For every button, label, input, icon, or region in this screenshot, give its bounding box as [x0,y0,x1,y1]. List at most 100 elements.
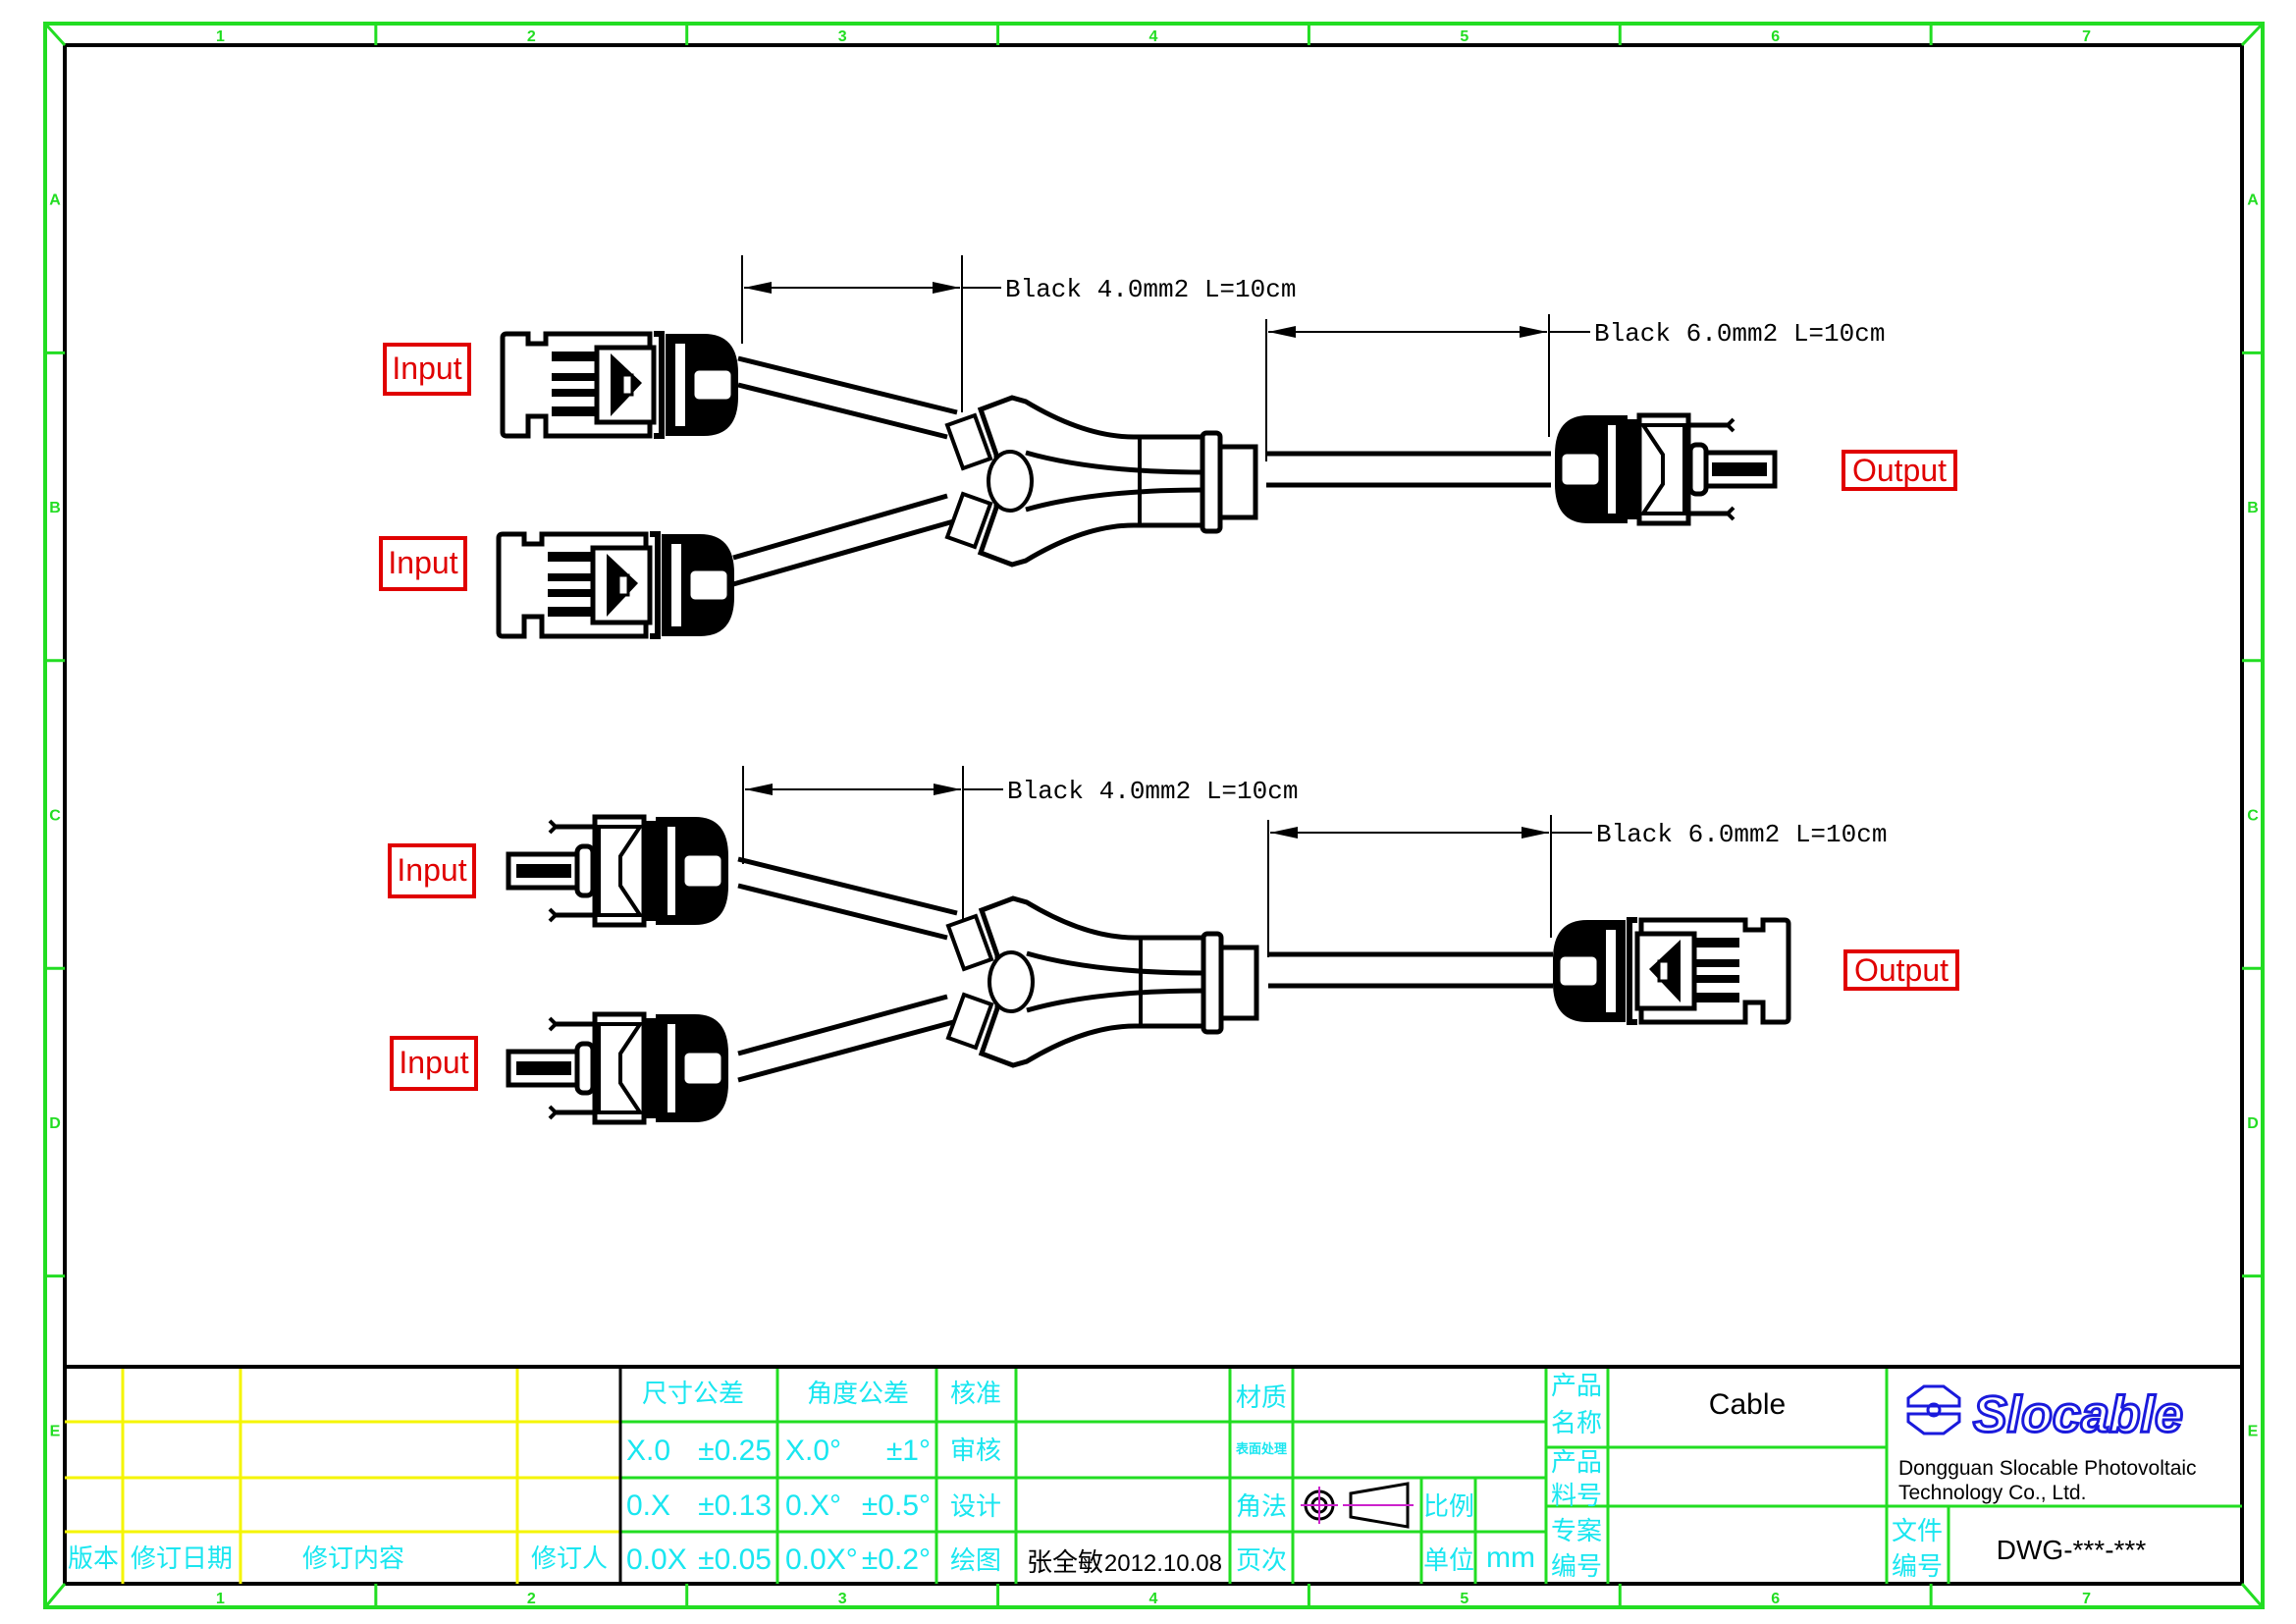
main-cable [1268,951,1553,989]
linear-tolerance-header: 尺寸公差 [642,1380,744,1409]
part-number-label: 产品 [1551,1448,1602,1478]
zone-row-label: E [50,1423,61,1439]
main-cable-spec: Black 6.0mm2 L=10cm [1596,820,1887,849]
linear-format: 0.0X [626,1543,687,1576]
review-label: 审核 [950,1436,1001,1466]
assembly-2: Black 4.0mm2 L=10cm Black 6.0mm2 L=10cm … [388,766,1959,1122]
output-connector-male [1555,415,1775,523]
assembly-1: Black 4.0mm2 L=10cm Black 6.0mm2 L=10cm [379,255,1957,636]
design-label: 设计 [950,1492,1001,1522]
company-name-line2: Technology Co., Ltd. [1898,1482,2086,1504]
product-name-label: 名称 [1551,1409,1602,1438]
zone-row-label: D [49,1115,61,1132]
angular-format: X.0° [785,1435,841,1467]
zone-column-label: 1 [216,28,225,45]
zone-column-label: 1 [216,1591,225,1607]
zone-column-label: 2 [527,1591,536,1607]
svg-text:Output: Output [1852,453,1947,488]
branch-cable-spec: Black 4.0mm2 L=10cm [1005,275,1296,304]
zone-column-label: 5 [1460,1591,1468,1607]
revision-table [65,1367,620,1584]
sheet-frame [43,22,2265,1609]
zone-column-label: 3 [838,1591,847,1607]
input-label: Input [379,536,467,591]
zone-row-label: C [2247,808,2259,825]
y-branch-molding [947,398,1255,565]
main-cable-spec: Black 6.0mm2 L=10cm [1594,319,1885,349]
approve-label: 核准 [950,1380,1001,1409]
dimension-main-cable: Black 6.0mm2 L=10cm [1267,815,1887,957]
y-branch-molding [948,898,1256,1065]
scale-label: 比例 [1423,1492,1474,1522]
unit-label: 单位 [1423,1546,1474,1576]
output-label: Output [1843,949,1959,991]
zone-row-label: D [2247,1115,2259,1132]
svg-text:Input: Input [399,1045,468,1080]
drawn-by: 张全敏 [1027,1547,1103,1577]
revision-header-date: 修订日期 [131,1544,233,1574]
zone-row-label: A [2247,192,2259,209]
revision-header-content: 修订内容 [302,1544,404,1574]
surface-treatment-label: 表面处理 [1235,1441,1287,1457]
input-label: Input [388,843,476,898]
title-block: 版本 修订日期 修订内容 修订人 尺寸公差 角度公差 X.0 ±0.25 X.0… [65,1365,2242,1584]
dimension-branch-cable: Black 4.0mm2 L=10cm [741,255,1296,412]
drawn-date: 2012.10.08 [1104,1550,1222,1577]
zone-column-label: 6 [1771,28,1780,45]
input-connector-male [508,817,728,925]
zone-column-label: 4 [1149,1591,1158,1607]
linear-tolerance: ±0.25 [698,1435,772,1467]
unit-value: mm [1486,1542,1535,1574]
zone-column-label: 7 [2082,1591,2091,1607]
zone-column-label: 2 [527,28,536,45]
dimension-main-cable: Black 6.0mm2 L=10cm [1265,314,1885,461]
draw-label: 绘图 [950,1546,1001,1576]
third-angle-projection-icon [1301,1482,1414,1529]
logo-wordmark: Slocable [1973,1386,2183,1443]
input-connector-female [503,334,738,436]
zone-column-label: 7 [2082,28,2091,45]
svg-text:Input: Input [388,545,457,580]
svg-text:Input: Input [397,852,466,888]
input-label: Input [383,343,471,396]
input-connector-male [508,1014,728,1122]
zone-column-label: 4 [1149,28,1158,45]
zone-column-label: 3 [838,28,847,45]
product-name-value: Cable [1709,1388,1786,1421]
zone-row-label: A [49,192,61,209]
dimension-branch-cable: Black 4.0mm2 L=10cm [742,766,1298,923]
angular-tolerance: ±1° [886,1435,931,1467]
project-number-label: 编号 [1551,1552,1602,1582]
main-cable [1266,451,1551,488]
angular-format: 0.0X° [785,1543,858,1576]
page-label: 页次 [1236,1546,1287,1576]
branch-cable-spec: Black 4.0mm2 L=10cm [1007,777,1298,806]
part-number-label: 料号 [1551,1482,1602,1511]
material-label: 材质 [1236,1383,1287,1413]
linear-tolerance: ±0.05 [698,1543,772,1576]
file-number-label: 文件 [1892,1517,1943,1546]
svg-text:Output: Output [1854,952,1949,988]
file-number-label: 编号 [1892,1552,1943,1582]
output-label: Output [1842,450,1957,491]
linear-format: X.0 [626,1435,670,1467]
project-number-label: 专案 [1551,1517,1602,1546]
company-name-line1: Dongguan Slocable Photovoltaic [1898,1457,2197,1480]
svg-text:Input: Input [392,351,461,386]
input-label: Input [390,1036,478,1091]
zone-row-label: B [49,500,61,516]
angular-format: 0.X° [785,1489,841,1522]
angular-tolerance: ±0.2° [862,1543,931,1576]
branch-cable [732,355,958,587]
zone-column-label: 6 [1771,1591,1780,1607]
linear-format: 0.X [626,1489,670,1522]
angular-tolerance: ±0.5° [862,1489,931,1522]
revision-header-reviser: 修订人 [531,1544,608,1574]
angular-tolerance-header: 角度公差 [807,1380,909,1409]
linear-tolerance: ±0.13 [698,1489,772,1522]
revision-header-version: 版本 [68,1544,119,1574]
zone-row-label: B [2247,500,2259,516]
zone-row-label: E [2248,1423,2259,1439]
